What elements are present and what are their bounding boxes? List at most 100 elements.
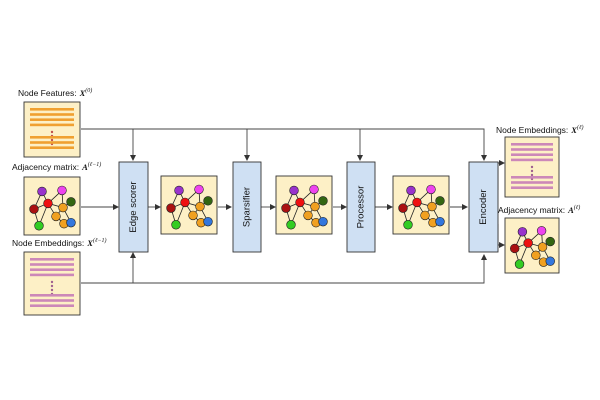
- graph-node: [180, 197, 190, 208]
- stage-label: Processor: [356, 186, 367, 229]
- graph-node: [303, 210, 313, 221]
- stage-label: Edge scorer: [128, 181, 139, 232]
- feature-bar: [511, 153, 553, 156]
- feature-bar: [30, 136, 74, 139]
- ellipsis-dot: [530, 169, 534, 173]
- feature-bar: [30, 141, 74, 144]
- ellipsis-dot: [50, 280, 54, 284]
- ellipsis-dot: [530, 173, 534, 177]
- graph-node: [295, 197, 305, 208]
- feature-bar: [30, 258, 74, 261]
- graph-node: [37, 186, 47, 197]
- stage-box: [232, 161, 262, 253]
- graph-node: [435, 216, 445, 227]
- ellipsis-dot: [50, 288, 54, 292]
- graph-node: [426, 184, 436, 195]
- graph-node: [194, 184, 204, 195]
- graph-node: [412, 197, 422, 208]
- graph-node: [174, 185, 184, 196]
- node-features-panel: [23, 101, 81, 158]
- graph-node: [427, 201, 437, 212]
- ellipsis-dot: [50, 130, 54, 134]
- graph-node: [289, 185, 299, 196]
- stage-label: Sparsifier: [242, 187, 253, 227]
- graph-node: [420, 210, 430, 221]
- graph-node: [29, 204, 39, 214]
- edge-scorer-box: Edge scorer: [118, 161, 149, 253]
- feature-bar: [30, 273, 74, 277]
- features-line: [81, 128, 487, 161]
- feature-bar: [511, 181, 553, 184]
- feature-bar: [30, 299, 74, 302]
- graph-node: [286, 220, 296, 230]
- node-features-label: Node Features:X(0): [18, 87, 92, 98]
- graph-node: [510, 243, 520, 254]
- adjacency-output-panel: [504, 217, 560, 274]
- feature-bar: [511, 148, 553, 151]
- graph-node: [403, 220, 413, 230]
- graph-node: [43, 198, 53, 209]
- sparsified-graph-panel: [275, 175, 333, 235]
- graph-node: [517, 227, 528, 237]
- graph-node: [531, 250, 541, 261]
- feature-bar: [30, 108, 74, 111]
- stages: Edge scorer Sparsifier Processor Encoder: [118, 161, 499, 253]
- stage-box: [118, 161, 149, 253]
- panels: [23, 101, 560, 316]
- graph-node: [309, 184, 319, 195]
- graph-node: [545, 256, 555, 266]
- node-embeddings-input-label: Node Embeddings:X(ℓ−1): [12, 237, 107, 248]
- graph-node: [537, 242, 548, 252]
- adjacency-input-label: Adjacency matrix:A(ℓ−1): [12, 161, 101, 172]
- sparsifier-box: Sparsifier: [232, 161, 262, 253]
- graph-node: [523, 238, 533, 248]
- feature-bar: [30, 118, 74, 121]
- adjacency-output-label: Adjacency matrix:A(ℓ): [498, 204, 580, 215]
- graph-node: [66, 217, 76, 228]
- graph-node: [166, 203, 176, 213]
- graph-node: [406, 185, 416, 196]
- feature-bar: [511, 158, 553, 162]
- node-embeddings-input-panel: [23, 251, 81, 316]
- graph-node: [171, 220, 181, 230]
- graph-node: [203, 216, 213, 227]
- graph-node: [51, 211, 61, 222]
- embeddings-line: [81, 254, 487, 284]
- feature-bar: [30, 263, 74, 266]
- feature-bar: [30, 146, 74, 149]
- graph-node: [281, 203, 291, 213]
- encoder-box: Encoder: [468, 161, 499, 253]
- feature-bar: [30, 294, 74, 297]
- stage-box: [346, 161, 376, 253]
- ellipsis-dot: [530, 165, 534, 169]
- ellipsis-dot: [50, 284, 54, 288]
- graph-node: [310, 201, 320, 212]
- feature-bar: [511, 186, 553, 189]
- feature-bar: [511, 143, 553, 146]
- stage-box: [468, 161, 499, 253]
- processed-graph-panel: [392, 175, 450, 235]
- feature-bar: [30, 123, 74, 127]
- scored-graph-panel: [160, 175, 218, 235]
- node-embeddings-output-label: Node Embeddings:X(ℓ): [496, 124, 583, 135]
- adjacency-input-panel: [23, 176, 81, 236]
- graph-node: [536, 226, 547, 236]
- stage-label: Encoder: [478, 189, 489, 224]
- ellipsis-dot: [50, 138, 54, 142]
- feature-bar: [30, 268, 74, 271]
- node-embeddings-output-panel: [504, 136, 560, 198]
- feature-bar: [511, 176, 553, 179]
- feature-bar: [30, 304, 74, 307]
- encoder-to-adjacency: [497, 224, 505, 248]
- encoder-to-node-embeddings: [497, 160, 505, 190]
- graph-node: [58, 202, 68, 213]
- graph-node: [514, 259, 525, 269]
- graph-node: [66, 197, 76, 207]
- graph-node: [318, 216, 328, 227]
- graph-node: [398, 203, 408, 213]
- graph-node: [188, 210, 198, 221]
- feature-bar: [30, 113, 74, 116]
- graph-node: [435, 196, 445, 206]
- graph-node: [318, 196, 328, 206]
